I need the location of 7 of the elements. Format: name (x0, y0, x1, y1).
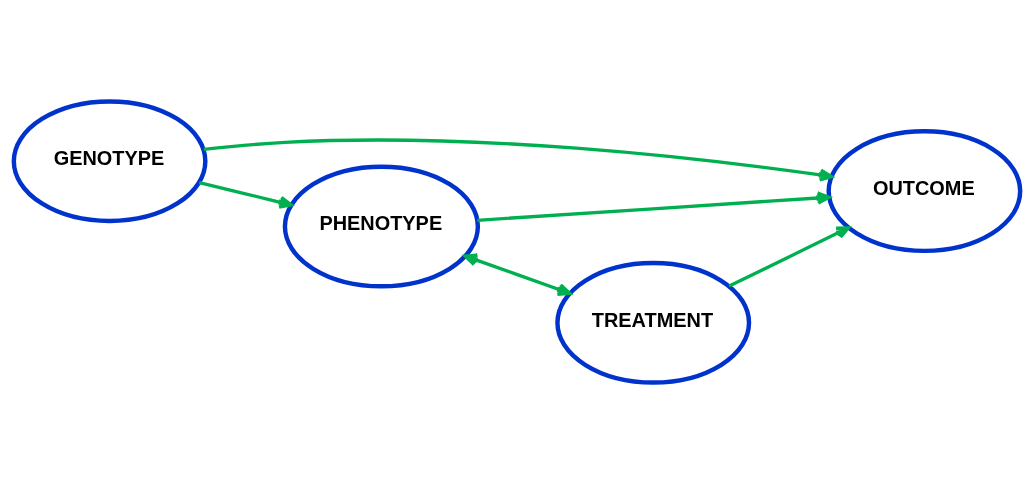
node-ellipse: OUTCOME (826, 129, 1023, 254)
arrow (198, 181, 293, 209)
arrow (203, 138, 834, 182)
arrow (463, 253, 572, 296)
node-ellipse: GENOTYPE (11, 99, 208, 224)
arrow (477, 191, 831, 222)
arrow (728, 226, 850, 288)
